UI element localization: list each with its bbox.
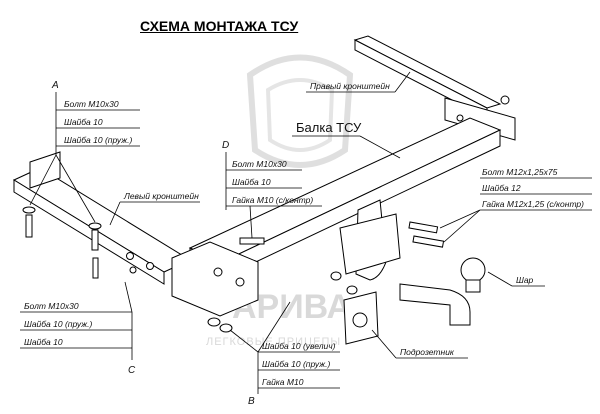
callout-right-bracket: Правый кронштейн [306, 71, 411, 93]
marker-b: B [248, 396, 255, 407]
group-c-line-2: Шайба 10 (пруж.) [24, 319, 92, 329]
group-a-line-2: Шайба 10 [64, 117, 103, 127]
callout-group-right: Болт М12х1,25х75 Шайба 12 Гайка М12х1,25… [439, 167, 592, 243]
group-a-line-3: Шайба 10 (пруж.) [64, 135, 132, 145]
socket-plate-label: Подрозетник [400, 347, 455, 357]
right-bracket-label: Правый кронштейн [310, 81, 390, 91]
group-b-line-3: Гайка М10 [262, 377, 304, 387]
group-right-line-2: Шайба 12 [482, 183, 521, 193]
marker-a: A [51, 80, 59, 91]
callout-group-a: A Болт М10х30 Шайба 10 Шайба 10 (пруж.) [29, 80, 140, 223]
group-d-line-2: Шайба 10 [232, 177, 271, 187]
group-d-line-3: Гайка М10 (с/контр) [232, 195, 313, 205]
group-c-line-1: Болт М10х30 [24, 301, 79, 311]
group-right-line-1: Болт М12х1,25х75 [482, 167, 558, 177]
callout-group-b: Шайба 10 (увелич) Шайба 10 (пруж.) Гайка… [229, 301, 340, 407]
group-right-line-3: Гайка М12х1,25 (с/контр) [482, 199, 584, 209]
callout-beam: Балка ТСУ [292, 120, 401, 159]
marker-c: C [128, 365, 136, 376]
watermark-tagline: ЛЕГКОВЫЕ ПРИЦЕПЫ [206, 336, 341, 348]
group-c-line-3: Шайба 10 [24, 337, 63, 347]
marker-d: D [222, 140, 229, 151]
fasteners-drawing [22, 206, 445, 333]
tow-ball-drawing [399, 257, 486, 326]
group-b-line-1: Шайба 10 (увелич) [262, 341, 336, 351]
ball-label: Шар [516, 275, 534, 285]
callout-group-d: D Болт М10х30 Шайба 10 Гайка М10 (с/конт… [222, 140, 322, 239]
diagram-title: СХЕМА МОНТАЖА ТСУ [140, 18, 299, 34]
callout-group-c: Болт М10х30 Шайба 10 (пруж.) Шайба 10 C [20, 281, 136, 376]
callout-socket-plate: Подрозетник [371, 329, 468, 359]
hitch-plate-drawing [339, 199, 401, 281]
callout-left-bracket: Левый кронштейн [109, 191, 200, 226]
group-d-line-1: Болт М10х30 [232, 159, 287, 169]
callout-ball: Шар [487, 271, 545, 287]
watermark-logo [246, 54, 354, 168]
tow-bar-beam-drawing [171, 117, 502, 317]
left-bracket-drawing [12, 151, 192, 285]
left-bracket-label: Левый кронштейн [123, 191, 199, 201]
beam-label: Балка ТСУ [296, 120, 362, 135]
group-a-line-1: Болт М10х30 [64, 99, 119, 109]
socket-plate-drawing [343, 291, 379, 345]
group-b-line-2: Шайба 10 (пруж.) [262, 359, 330, 369]
